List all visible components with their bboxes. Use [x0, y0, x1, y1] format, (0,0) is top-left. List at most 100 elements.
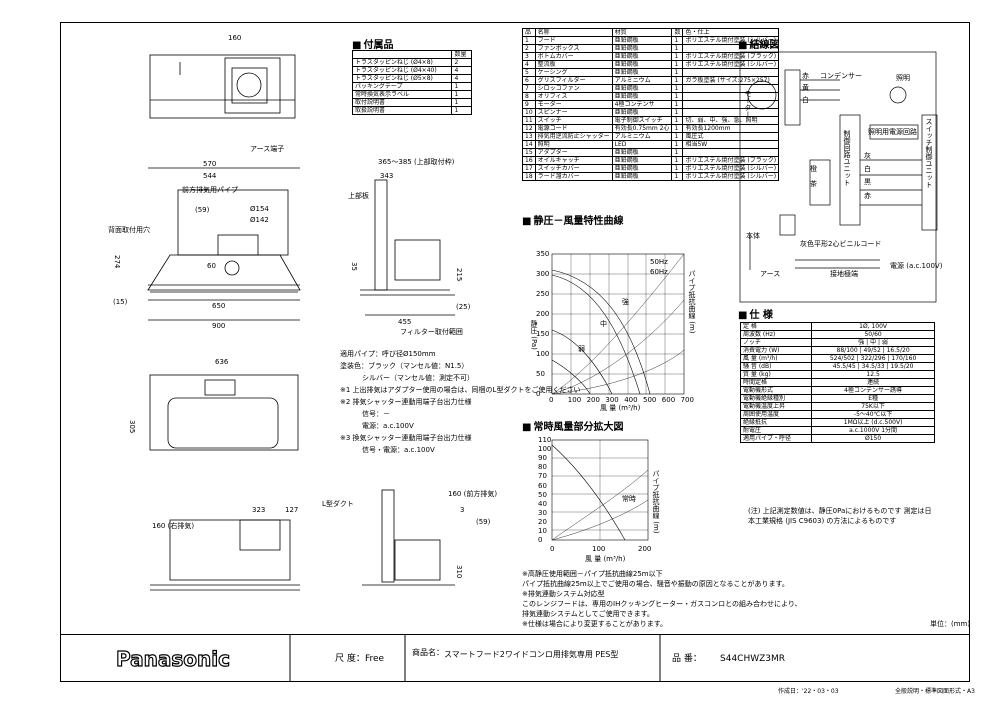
wiring-label: 赤	[864, 192, 871, 200]
parts-cell: 亜鉛鋼板	[611, 148, 673, 157]
parts-cell: 亜鉛鋼板	[611, 92, 673, 101]
parts-cell: 12	[522, 124, 536, 133]
wiring-label: 黒	[864, 178, 871, 186]
pq-y-tick: 0	[536, 390, 541, 398]
parts-header-cell: 材質	[611, 28, 673, 37]
parts-cell: LED	[611, 140, 673, 149]
spec-row: 時間定格連続	[739, 378, 935, 387]
pq-x-tick: 0	[549, 396, 554, 404]
parts-cell: 5	[522, 68, 536, 77]
parts-cell: スピンナー	[534, 108, 613, 117]
parts-cell: ポリエステル焼付塗装 (シルバー)	[682, 172, 780, 181]
pq-x-label: 風 量 (m³/h)	[600, 404, 641, 412]
wiring-label: 白	[864, 165, 871, 173]
accessory-name: トラスタッピンねじ (Ø4×8)	[351, 58, 453, 67]
zoom-x-tick: 100	[592, 545, 606, 553]
accessory-name: 取扱説明書	[351, 106, 453, 115]
spec-value: 524/502 | 322/296 | 170/160	[811, 354, 935, 363]
zoom-curve-title: 常時風量部分拡大図	[522, 418, 623, 433]
note-line: このレンジフードは、専用のIHクッキングヒーター・ガスコンロとの組み合わせにより…	[522, 600, 802, 608]
spec-label: 時間定格	[739, 378, 813, 387]
parts-cell: 1	[671, 68, 684, 77]
curve-label-strong: 強	[622, 298, 629, 306]
dimension-d59: (59)	[195, 206, 210, 214]
pq-x-tick: 200	[586, 396, 600, 404]
spec-value: 4極コンデンサー誘導	[811, 386, 935, 395]
pq-y-tick: 50	[536, 370, 545, 378]
parts-cell	[682, 148, 780, 157]
parts-header-cell: 品	[522, 28, 536, 37]
note-line: ※3 換気シャッター連動用端子台出力仕様	[340, 434, 472, 442]
dimension-d142: Ø142	[250, 216, 269, 224]
accessories-name-header	[351, 50, 453, 59]
zoom-curve-label-constant: 常時	[622, 495, 636, 503]
parts-cell: 1	[671, 132, 684, 141]
parts-cell: 1	[671, 172, 684, 181]
dimension-d160: 160	[228, 34, 242, 42]
zoom-y-tick: 10	[538, 527, 547, 535]
wiring-label: 灰	[864, 152, 871, 160]
note-line: パイプ抵抗曲線25m以上でご使用の場合、騒音や振動の原因となることがあります。	[522, 580, 789, 588]
zoom-y-tick: 50	[538, 490, 547, 499]
zoom-pipe-label: パイプ抵抗曲線 (m)	[652, 470, 660, 534]
wiring-label: 電源 (a.c.100V)	[890, 262, 943, 270]
dimension-d215: 215	[455, 268, 463, 282]
specs-note: (注) 上記測定数値は、静圧0Paにおけるものです 測定は日本工業規格 (JIS…	[748, 507, 932, 525]
parts-cell: 16	[522, 156, 536, 165]
parts-cell: 1	[671, 76, 684, 85]
parts-cell	[682, 100, 780, 109]
note-line: ※仕様は場合により変更することがあります。	[522, 620, 668, 628]
zoom-y-tick: 40	[538, 499, 547, 508]
specs-title: 仕 様	[738, 306, 772, 321]
panasonic-logo: Panasonic	[115, 646, 230, 671]
parts-cell: 1	[671, 60, 684, 69]
legend-50hz: 50Hz	[650, 258, 668, 266]
spec-label: 絶縁抵抗	[739, 418, 813, 427]
parts-cell: 1	[671, 148, 684, 157]
parts-cell: 亜鉛鋼板	[611, 172, 673, 181]
spec-row: ノッチ強 | 中 | 弱	[739, 338, 935, 347]
pq-x-tick: 100	[567, 396, 582, 404]
accessories-table: 数量 トラスタッピンねじ (Ø4×8)2 トラスタッピンねじ (Ø4×40)4 …	[351, 50, 472, 115]
wiring-label: 接地極端	[830, 270, 858, 278]
dimension-d25: (25)	[456, 303, 471, 311]
parts-cell: 整流板	[534, 60, 613, 69]
dimension-d365: 365～385 (上部取付枠)	[378, 158, 455, 166]
dimension-d15: (15)	[113, 298, 128, 306]
accessory-qty: 1	[451, 98, 472, 107]
spec-value: 50/60	[811, 330, 935, 339]
note-line: 信号・電源：a.c.100V	[362, 446, 435, 454]
parts-cell: ポリエステル焼付塗装 (シルバー)	[682, 164, 780, 173]
parts-cell: 6	[522, 76, 536, 85]
accessories-qty-header: 数量	[451, 50, 472, 59]
parts-cell: ポリエステル焼付塗装 (ブラック)	[682, 156, 780, 165]
spec-label: 電動機形式	[739, 386, 813, 395]
spec-value: Ø150	[811, 434, 935, 443]
spec-row: 質 量 (kg)12.5	[739, 370, 935, 379]
note-line: ※高静圧使用範囲－パイプ抵抗曲線25m以下	[522, 570, 663, 578]
parts-cell: ラード溜カバー	[534, 172, 613, 181]
dimension-d636: 636	[215, 358, 229, 366]
dimension-d35: 35	[350, 262, 358, 271]
parts-cell: 亜鉛鋼板	[611, 156, 673, 165]
parts-cell: 電子制御スイッチ	[611, 116, 673, 125]
wiring-label: アース	[760, 270, 781, 278]
spec-value: 75K以下	[811, 402, 935, 411]
spec-label: 耐電圧	[739, 426, 813, 435]
zoom-x-tick: 0	[550, 545, 555, 553]
parts-cell: 15	[522, 148, 536, 157]
parts-cell: 4極コンデンサ	[611, 100, 673, 109]
model-value: S44CHWZ3MR	[720, 654, 786, 664]
dimension-d60: 60	[207, 262, 216, 270]
parts-cell	[682, 68, 780, 77]
parts-cell: 1	[671, 44, 684, 53]
parts-cell: 亜鉛鋼板	[611, 36, 673, 45]
spec-value: 45.5/45 | 34.5/33 | 19.5/20	[811, 362, 935, 371]
spec-label: 質 量 (kg)	[739, 370, 813, 379]
